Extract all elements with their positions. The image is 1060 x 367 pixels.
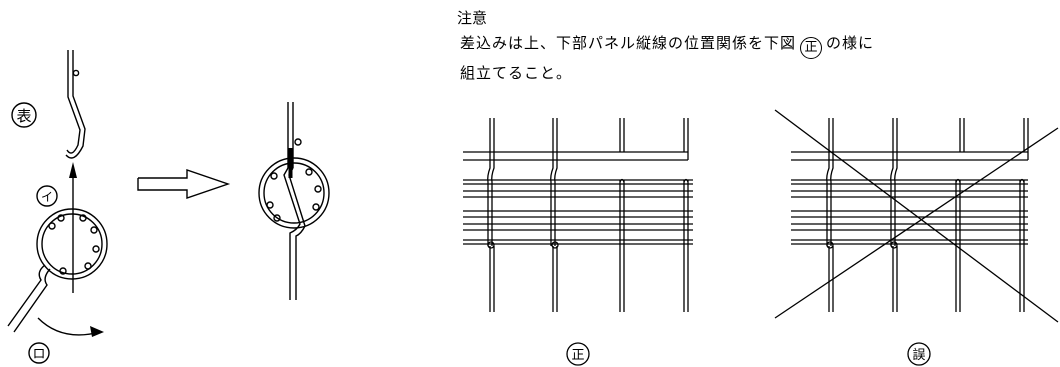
note-line-1-mark: 正 (800, 37, 823, 59)
note-line-1-before: 差込みは上、下部パネル縦線の位置関係を下図 (460, 34, 797, 52)
assembled-ring-outer (258, 157, 330, 229)
step-transition-arrow (137, 169, 231, 199)
step-2-assembled-group (258, 102, 330, 300)
label-ro: ロ (32, 347, 45, 362)
upper-hook-wire (66, 50, 81, 154)
correct-mark-circle (566, 342, 590, 366)
omote-circle (11, 102, 37, 128)
insert-arrow-head (69, 162, 77, 178)
assembled-dot (294, 138, 302, 146)
wrong-cross-line-1 (774, 109, 1059, 323)
lower-wire-inner (13, 268, 51, 333)
i-circle (36, 185, 58, 207)
hook-dot (72, 69, 80, 77)
ring-outer (36, 208, 108, 280)
note-line-1: 差込みは上、下部パネル縦線の位置関係を下図正の様に (460, 34, 874, 59)
wrong-mark-circle (907, 342, 931, 366)
correct-panel (463, 118, 693, 366)
rotate-arrow-head (90, 326, 104, 337)
lower-wire (7, 264, 46, 327)
ring-inner (41, 213, 103, 275)
label-wrong: 誤 (912, 347, 925, 363)
wrong-panel (774, 109, 1059, 366)
label-omote: 表 (16, 107, 31, 125)
ro-circle (28, 342, 50, 364)
assembled-ring-inner (263, 162, 325, 224)
note-title: 注意 (457, 9, 488, 27)
upper-hook-wire-inner (65, 50, 86, 159)
note-line-2: 組立てること。 (460, 64, 573, 82)
label-i: イ (41, 190, 53, 204)
wrong-cross-line-2 (774, 127, 1059, 319)
note-line-1-after: の様に (826, 34, 875, 52)
label-correct: 正 (571, 348, 584, 363)
step-1-hook-group (7, 50, 108, 364)
